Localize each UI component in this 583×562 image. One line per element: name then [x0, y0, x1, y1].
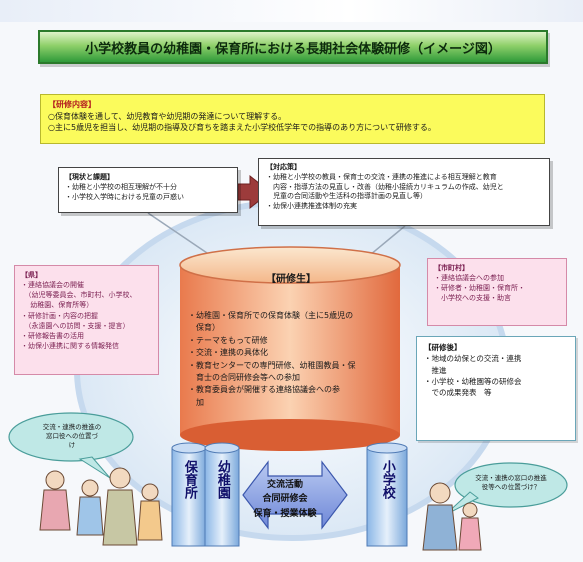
training-content-box: 【研修内容】 ○保育体験を通して、幼児教育や幼児期の発達について理解する。 ○主… [40, 94, 545, 144]
right-bubble-line: 交流・連携の窓口の推進 [475, 474, 547, 482]
countermeasures-box: 【対応策】 ・幼稚と小学校の教員・保育士の交流・連携の推進による相互理解と教育 … [258, 158, 550, 226]
exchange-line: 交流活動 [266, 480, 303, 490]
trainee-item: 加 [188, 397, 204, 407]
pillar-elementary-label: 小学校 [376, 460, 398, 499]
prefecture-item: ・幼保小連携に関する情報発信 [21, 341, 119, 350]
training-content-heading: 【研修内容】 [48, 100, 96, 109]
pillar-kindergarten-label: 幼稚園 [211, 460, 233, 499]
exchange-line: 保育・授業体験 [253, 508, 317, 519]
pillar-label-text: 小学校 [379, 460, 395, 499]
after-training-item: ・地域の幼保との交流・連携 [424, 354, 522, 364]
left-speech-bubble [8, 412, 134, 462]
trainee-item: ・教育センターでの専門研修、幼稚園教員・保 [188, 360, 356, 370]
connector-line [147, 212, 211, 256]
pillar-kindergarten-body [204, 447, 240, 547]
pillar-label-text: 幼稚園 [214, 460, 230, 499]
issues-item: ・幼稚と小学校の相互理解が不十分 [65, 183, 177, 192]
right-bubble-line: 役等への位置づけ？ [481, 482, 541, 491]
right-speech-bubble [454, 462, 568, 508]
municipality-item: ・研修者・幼稚園・保育所・ [434, 284, 525, 293]
right-bubble-tail [444, 491, 479, 516]
header-decor-strip [0, 0, 583, 22]
pillar-nursery-top [171, 442, 207, 454]
left-bubble-line: 交流・連携の推進の [42, 423, 102, 431]
exchange-double-arrow [242, 460, 348, 530]
measures-item: 内容・指導方法の見直し・改善（幼稚小接続カリキュラムの作成、幼児と [266, 182, 504, 191]
prefecture-heading: 【県】 [21, 271, 42, 279]
training-content-item: ○主に5歳児を担当し、幼児期の指導及び育ちを踏まえた小学校低学年での指導のあり方… [48, 123, 436, 133]
after-training-heading: 【研修後】 [424, 343, 462, 352]
pillar-elementary-body [366, 447, 408, 547]
left-bubble-tail [78, 456, 111, 479]
prefecture-item: （永遠園への訪問・支援・提言） [21, 321, 130, 330]
prefecture-item: ・連絡協議会の開催 [21, 281, 84, 290]
prefecture-item: ・研修計画・内容の把握 [21, 311, 98, 320]
after-training-box: 【研修後】 ・地域の幼保との交流・連携 推進 ・小学校・幼稚園等の研修会 での成… [416, 336, 576, 441]
children-teacher-illustration-left [39, 467, 163, 546]
municipality-heading: 【市町村】 [434, 264, 469, 272]
left-bubble-text: 交流・連携の推進の 窓口役への位置づ け [16, 423, 128, 449]
trainee-cylinder-bottom [180, 419, 400, 451]
after-training-item: 推進 [424, 365, 447, 375]
training-content-item: ○保育体験を通して、幼児教育や幼児期の発達について理解する。 [48, 111, 287, 121]
exchange-activities-text: 交流活動 合同研修会 保育・授業体験 [225, 478, 345, 521]
exchange-line: 合同研修会 [262, 494, 308, 505]
prefecture-role-box: 【県】 ・連絡協議会の開催 （幼児等委員会、市町村、小学校、 幼稚園、保育所等）… [14, 265, 159, 375]
measures-item: ・幼稚と小学校の教員・保育士の交流・連携の推進による相互理解と教育 [266, 172, 497, 181]
pillar-nursery-label: 保育所 [178, 460, 200, 499]
trainee-item: 育士の合同研修会等への参加 [188, 372, 300, 382]
measures-item: 児童の合同活動や生活科の指導計画の見直し等） [266, 192, 427, 201]
pillar-label-text: 保育所 [181, 460, 197, 499]
trainee-item: ・交流・連携の具体化 [188, 348, 268, 358]
prefecture-item: 幼稚園、保育所等） [21, 301, 94, 310]
trainee-item: ・教育委員会が開催する連絡協議会への参 [188, 385, 340, 395]
trainee-item: ・幼稚園・保育所での保育体験（主に5歳児の [188, 311, 354, 320]
prefecture-item: ・研修報告書の活用 [21, 331, 84, 340]
page-title: 小学校教員の幼稚園・保育所における長期社会体験研修（イメージ図） [85, 41, 501, 57]
page-title-banner: 小学校教員の幼稚園・保育所における長期社会体験研修（イメージ図） [38, 30, 548, 64]
measures-item: ・幼保小連携推進体制の充実 [266, 202, 357, 211]
pillar-kindergarten-top [204, 442, 240, 454]
trainee-item: ・テーマをもって研修 [188, 335, 268, 345]
after-training-item: での成果発表 等 [424, 388, 492, 397]
trainee-activities: ・幼稚園・保育所での保育体験（主に5歳児の 保育） ・テーマをもって研修 ・交流… [188, 310, 393, 409]
trainee-item: 保育） [188, 323, 220, 333]
trainee-cylinder-top [179, 246, 401, 284]
issues-item: ・小学校入学時における児童の戸惑い [65, 193, 184, 202]
municipality-item: 小学校への支援・助言 [434, 294, 511, 303]
municipality-item: ・連絡協議会への参加 [434, 274, 504, 283]
prefecture-item: （幼児等委員会、市町村、小学校、 [21, 291, 137, 300]
left-bubble-line: け [68, 440, 76, 449]
pillar-elementary-top [366, 442, 408, 454]
connector-line [369, 225, 406, 256]
right-bubble-text: 交流・連携の窓口の推進 役等への位置づけ？ [462, 474, 560, 492]
issues-heading: 【現状と課題】 [65, 173, 114, 181]
after-training-item: ・小学校・幼稚園等の研修会 [424, 376, 522, 386]
trainee-cylinder-body [180, 265, 400, 435]
left-bubble-line: 窓口役への位置づ [46, 431, 98, 440]
measures-heading: 【対応策】 [266, 163, 301, 171]
children-teacher-illustration-right [422, 482, 482, 551]
municipality-role-box: 【市町村】 ・連絡協議会への参加 ・研修者・幼稚園・保育所・ 小学校への支援・助… [427, 258, 567, 326]
current-issues-box: 【現状と課題】 ・幼稚と小学校の相互理解が不十分 ・小学校入学時における児童の戸… [58, 167, 238, 213]
trainee-heading: 【研修生】 [266, 274, 316, 285]
